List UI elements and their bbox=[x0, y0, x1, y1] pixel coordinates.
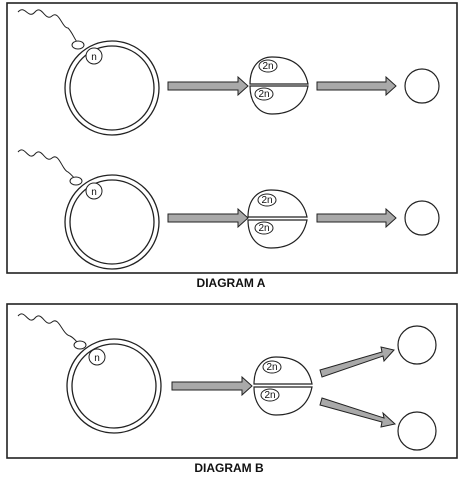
sperm-tail bbox=[17, 9, 78, 43]
embryo-nucleus-bottom bbox=[254, 221, 274, 235]
egg-inner-membrane bbox=[71, 343, 157, 429]
offspring bbox=[404, 200, 440, 236]
diagram-b-caption: DIAGRAM B bbox=[194, 461, 264, 475]
embryo-nucleus-bottom-label: 2n bbox=[258, 223, 269, 234]
embryo-nucleus-top-label: 2n bbox=[266, 362, 277, 373]
diagram-b-content: n 2n 2n bbox=[17, 313, 437, 451]
arrow-development-upper bbox=[319, 346, 395, 378]
egg-nucleus-label: n bbox=[91, 187, 97, 198]
offspring bbox=[404, 68, 440, 104]
diagram-a-row2: n 2n 2n bbox=[17, 149, 440, 270]
embryo-nucleus-bottom-label: 2n bbox=[264, 390, 275, 401]
egg-nucleus bbox=[85, 182, 103, 200]
diagram-a-caption: DIAGRAM A bbox=[197, 276, 266, 290]
sperm-tail bbox=[17, 313, 79, 344]
arrow-development bbox=[316, 75, 397, 97]
offspring-upper bbox=[397, 325, 437, 365]
egg-nucleus bbox=[85, 47, 103, 65]
embryo-nucleus-top-label: 2n bbox=[262, 61, 273, 72]
embryo-cell-top bbox=[253, 356, 313, 385]
diagram-a-row1: n 2n 2n bbox=[17, 9, 440, 136]
embryo-nucleus-bottom-label: 2n bbox=[258, 89, 269, 100]
arrow-fertilization bbox=[167, 75, 249, 97]
egg-nucleus bbox=[88, 348, 106, 366]
arrow-development-lower bbox=[319, 397, 397, 428]
sperm-head bbox=[71, 40, 85, 50]
sperm-tail bbox=[17, 149, 77, 181]
embryo-nucleus-top bbox=[257, 193, 277, 207]
embryo-cell-top bbox=[249, 56, 309, 85]
egg-inner-membrane bbox=[69, 45, 155, 131]
embryo-nucleus-top-label: 2n bbox=[261, 195, 272, 206]
offspring-lower bbox=[397, 411, 437, 451]
embryo-cell-top bbox=[247, 189, 308, 218]
egg-nucleus-label: n bbox=[94, 353, 100, 364]
embryo-nucleus-bottom bbox=[260, 388, 280, 402]
egg-nucleus-label: n bbox=[91, 52, 97, 63]
embryo-nucleus-top bbox=[262, 360, 282, 374]
arrow-development bbox=[316, 207, 397, 229]
diagram-b-frame bbox=[6, 303, 458, 459]
embryo-nucleus-top bbox=[258, 59, 278, 73]
sperm-head bbox=[69, 176, 83, 186]
egg-inner-membrane bbox=[69, 179, 155, 265]
sperm-head bbox=[73, 340, 87, 350]
diagram-a-frame bbox=[6, 2, 458, 274]
arrow-fertilization bbox=[167, 207, 249, 229]
embryo-nucleus-bottom bbox=[254, 87, 274, 101]
arrow-fertilization bbox=[171, 375, 253, 397]
